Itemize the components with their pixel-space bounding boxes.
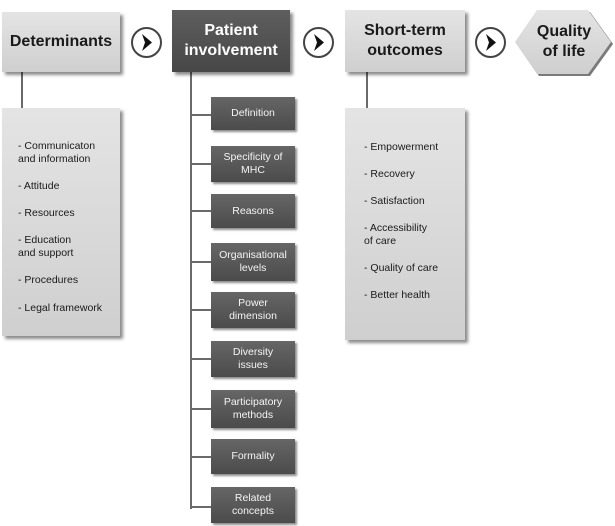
involvement-item-related: Related concepts [211, 487, 295, 523]
involvement-item-reasons: Reasons [211, 194, 295, 228]
involvement-item-diversity: Diversity issues [211, 341, 295, 377]
determinant-item: - Education and support [18, 234, 74, 259]
involvement-header: Patient involvement [172, 10, 290, 72]
outcome-item: - Satisfaction [364, 195, 425, 207]
branch-line [191, 210, 211, 212]
determinants-header: Determinants [2, 12, 120, 72]
chevron-right-circle-icon [131, 27, 162, 58]
branch-line [191, 506, 211, 508]
determinant-item: - Resources [18, 207, 75, 219]
determinants-list-box [2, 108, 120, 336]
involvement-item-specificity: Specificity of MHC [211, 146, 295, 182]
branch-line [191, 456, 211, 458]
branch-line [191, 408, 211, 410]
determinants-connector [21, 72, 23, 108]
branch-line [191, 309, 211, 311]
involvement-item-participatory: Participatory methods [211, 390, 295, 428]
outcomes-connector [366, 72, 368, 108]
determinant-item: - Communicaton and information [18, 140, 96, 165]
branch-line [191, 358, 211, 360]
outcome-item: - Recovery [364, 168, 415, 180]
chevron-right-circle-icon [475, 27, 506, 58]
determinant-item: - Procedures [18, 274, 79, 286]
involvement-item-formality: Formality [211, 439, 295, 474]
determinant-item: - Attitude [18, 180, 60, 192]
involvement-item-organisational: Organisational levels [211, 243, 295, 281]
branch-line [191, 114, 211, 116]
outcomes-header: Short-term outcomes [345, 10, 465, 72]
involvement-item-power: Power dimension [211, 292, 295, 328]
outcome-item: - Better health [364, 289, 430, 301]
branch-line [191, 163, 211, 165]
outcomes-list-box [345, 108, 465, 340]
determinant-item: - Legal framework [18, 302, 103, 314]
involvement-title: Patient involvement [184, 22, 278, 59]
outcomes-title: Short-term outcomes [364, 22, 446, 59]
determinants-title: Determinants [9, 33, 113, 50]
branch-line [191, 261, 211, 263]
quality-of-life-hexagon [515, 10, 613, 76]
outcome-item: - Accessibility of care [364, 222, 428, 247]
chevron-right-circle-icon [303, 27, 334, 58]
quality-of-life-title: Quality of life [536, 23, 592, 60]
outcome-item: - Quality of care [364, 262, 439, 274]
outcome-item: - Empowerment [364, 141, 439, 153]
involvement-item-definition: Definition [211, 97, 295, 130]
involvement-spine [190, 72, 192, 509]
